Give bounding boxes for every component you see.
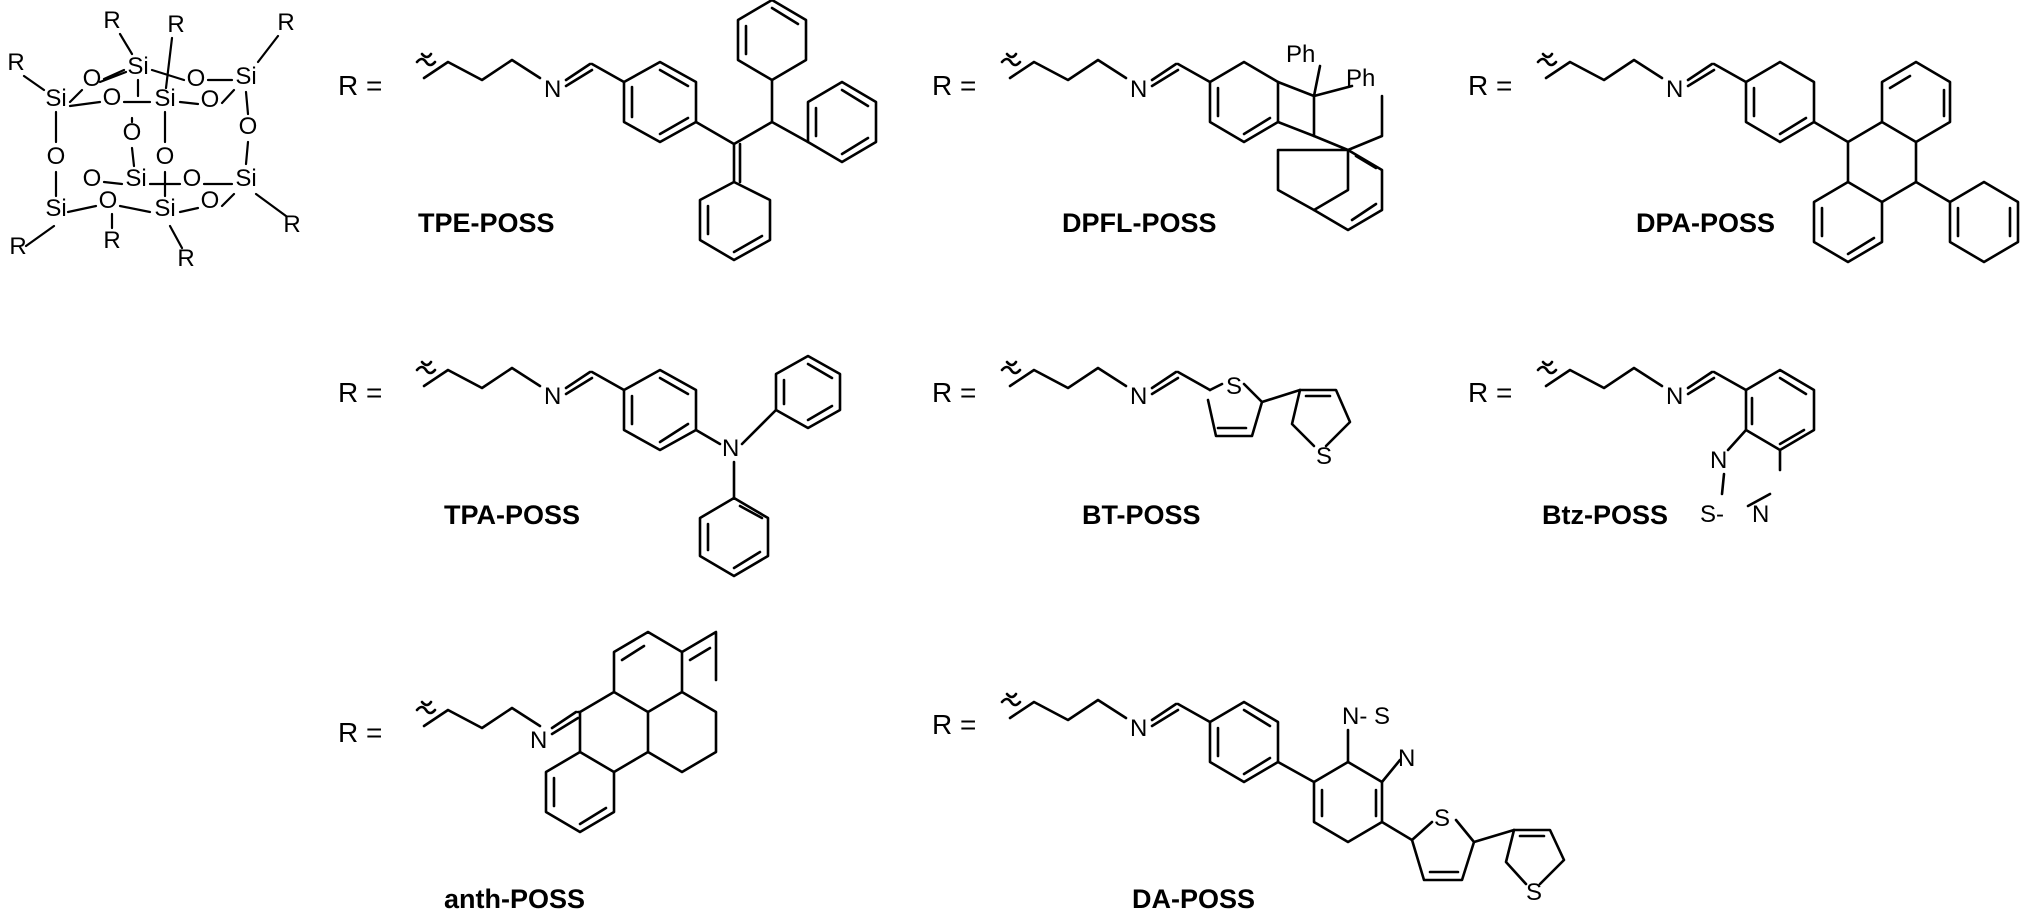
bt-poss-structure: R = N S S BT-POSS [932, 360, 1352, 530]
anth-poss-structure: R = N anth-POSS [338, 630, 718, 914]
compound-label-da: DA-POSS [1132, 884, 1255, 914]
tpa-poss-structure: R = N N TPA-POSS [338, 354, 842, 578]
r-equals-label: R = [932, 377, 976, 408]
cage-o-11: O [99, 187, 118, 214]
thiadiazole-n-2: N [1752, 501, 1769, 528]
imine-n: N [544, 76, 561, 103]
cage-si-5: Si [125, 165, 146, 192]
imine-n: N [1130, 715, 1147, 742]
r-equals-label: R = [932, 70, 976, 101]
cage-o-5: O [123, 119, 142, 146]
imine-n: N [1130, 383, 1147, 410]
cage-o-10: O [183, 165, 202, 192]
cage-o-6: O [47, 143, 66, 170]
compound-label-tpe: TPE-POSS [418, 208, 555, 238]
thiophene-s-1: S [1226, 373, 1242, 400]
r-equals-label: R = [338, 377, 382, 408]
tpe-poss-structure: R = N TPE-POSS [338, 0, 878, 262]
cage-o-12: O [201, 187, 220, 214]
cage-o-7: O [156, 143, 175, 170]
thiadiazole-n-2: N [1398, 745, 1415, 772]
r-equals-label: R = [1468, 377, 1512, 408]
dpfl-poss-structure: R = N Ph Ph DPFL-POSS [932, 41, 1384, 238]
r-equals-label: R = [932, 709, 976, 740]
compound-label-tpa: TPA-POSS [444, 500, 580, 530]
imine-n: N [544, 383, 561, 410]
thiadiazole-n-1: N- [1342, 703, 1367, 730]
cage-o-3: O [103, 84, 122, 111]
cage-r-6: R [9, 233, 26, 260]
r-equals-label: R = [338, 70, 382, 101]
compound-label-anth: anth-POSS [444, 884, 585, 914]
thiophene-s-2: S [1316, 443, 1332, 470]
thiophene-s-1: S [1434, 805, 1450, 832]
cage-bonds [22, 32, 288, 250]
cage-r-7: R [103, 227, 120, 254]
cage-si-7: Si [45, 195, 66, 222]
cage-o-9: O [83, 165, 102, 192]
r-equals-label: R = [1468, 70, 1512, 101]
cage-r-3: R [277, 9, 294, 36]
cage-si-2: Si [235, 63, 256, 90]
ph-label-1: Ph [1286, 41, 1315, 68]
imine-n: N [1666, 76, 1683, 103]
r-equals-label: R = [338, 717, 382, 748]
cage-si-3: Si [45, 85, 66, 112]
thiophene-s-2: S [1526, 879, 1542, 906]
amine-n: N [722, 435, 739, 462]
ph-label-2: Ph [1346, 65, 1375, 92]
imine-n: N [1130, 76, 1147, 103]
imine-n: N [1666, 383, 1683, 410]
cage-r-1: R [103, 7, 120, 34]
cage-r-5: R [283, 211, 300, 238]
compound-label-btz: Btz-POSS [1542, 500, 1668, 530]
cage-o-2: O [187, 65, 206, 92]
thiadiazole-s: S [1374, 703, 1390, 730]
cage-o-4: O [201, 86, 220, 113]
cage-si-6: Si [235, 165, 256, 192]
cage-r-4: R [7, 49, 24, 76]
cage-o-1: O [83, 65, 102, 92]
cage-si-4: Si [154, 85, 175, 112]
cage-si-8: Si [154, 195, 175, 222]
cage-o-8: O [239, 113, 258, 140]
dpa-poss-structure: R = N DPA-POSS [1468, 52, 2020, 264]
compound-label-dpfl: DPFL-POSS [1062, 208, 1217, 238]
thiadiazole-n-1: N [1710, 447, 1727, 474]
cage-r-2: R [167, 11, 184, 38]
compound-label-bt: BT-POSS [1082, 500, 1201, 530]
compound-label-dpa: DPA-POSS [1636, 208, 1775, 238]
poss-cage-structure: O O O O O O O O O O O O Si Si Si Si Si S… [7, 7, 300, 272]
thiadiazole-s: S- [1700, 501, 1724, 528]
imine-n: N [530, 727, 547, 754]
da-poss-structure: R = N N- S N S S DA-POSS [932, 692, 1566, 914]
cage-si-1: Si [127, 53, 148, 80]
btz-poss-structure: R = N N S- N Btz-POSS [1468, 360, 1816, 530]
cage-r-8: R [177, 245, 194, 272]
